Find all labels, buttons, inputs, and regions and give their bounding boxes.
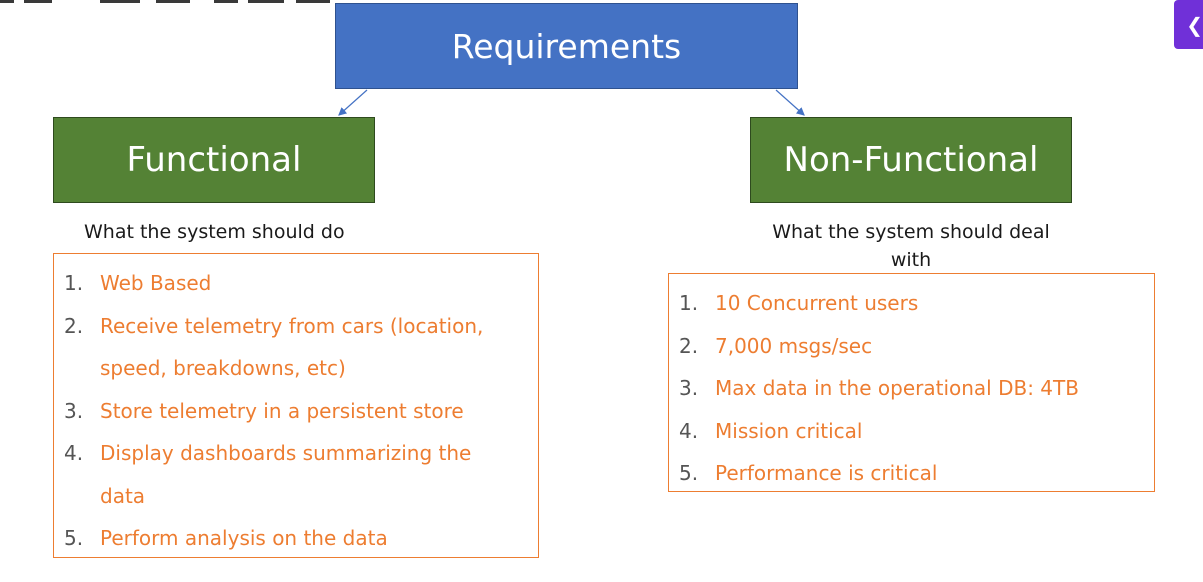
item-number: 1.: [679, 291, 699, 315]
item-number: 2.: [679, 333, 699, 358]
functional-item: 3. Store telemetry in a persistent store: [64, 390, 528, 433]
item-text: 10 Concurrent users: [715, 291, 919, 315]
functional-list: 1. Web Based 2. Receive telemetry from car…: [64, 262, 528, 560]
item-text: Performance is critical: [715, 461, 938, 485]
item-text: Max data in the operational DB: 4TB: [715, 376, 1079, 400]
nonfunctional-item: 3. Max data in the operational DB: 4TB: [679, 367, 1144, 410]
functional-list-box: 1. Web Based 2. Receive telemetry from car…: [53, 253, 539, 558]
item-text: Store telemetry in a persistent store: [100, 398, 464, 423]
arrow-to-nonfunctional: [775, 89, 805, 116]
nonfunctional-list-box: 1. 10 Concurrent users 2. 7,000 msgs/sec 3…: [668, 273, 1155, 492]
item-number: 4.: [679, 418, 699, 443]
functional-caption: What the system should do: [84, 221, 345, 243]
nonfunctional-category-box: Non-Functional: [750, 117, 1072, 203]
item-number: 3.: [679, 376, 699, 400]
item-text: 7,000 msgs/sec: [715, 333, 873, 358]
item-text: Display dashboards summarizing the data: [100, 441, 472, 508]
requirements-title: Requirements: [451, 26, 682, 66]
functional-category-box: Functional: [53, 117, 375, 203]
functional-item: 4. Display dashboards summarizing the dat…: [64, 432, 528, 517]
item-text: Web Based: [100, 271, 212, 295]
item-number: 3.: [64, 398, 84, 423]
requirements-root-box: Requirements: [335, 3, 798, 89]
chevron-left-icon: ❮: [1186, 12, 1203, 37]
item-number: 5.: [64, 526, 84, 550]
functional-title: Functional: [126, 140, 302, 180]
functional-item: 2. Receive telemetry from cars (location,…: [64, 305, 528, 390]
nonfunctional-item: 1. 10 Concurrent users: [679, 282, 1144, 325]
functional-item: 1. Web Based: [64, 262, 528, 305]
item-text: Perform analysis on the data: [100, 526, 388, 550]
arrow-to-functional: [338, 89, 368, 116]
nonfunctional-list: 1. 10 Concurrent users 2. 7,000 msgs/sec 3…: [679, 282, 1144, 495]
nonfunctional-item: 2. 7,000 msgs/sec: [679, 325, 1144, 368]
top-edge-text-fragment: [0, 0, 330, 4]
item-text: Mission critical: [715, 418, 863, 443]
nonfunctional-title: Non-Functional: [783, 140, 1039, 180]
nonfunctional-caption: What the system should deal with: [772, 221, 1050, 271]
functional-item: 5. Perform analysis on the data: [64, 517, 528, 560]
item-text: Receive telemetry from cars (location, s…: [100, 313, 484, 381]
nonfunctional-item: 5. Performance is critical: [679, 452, 1144, 495]
side-panel-toggle[interactable]: ❮: [1174, 0, 1203, 49]
item-number: 4.: [64, 441, 84, 465]
item-number: 2.: [64, 313, 84, 338]
item-number: 5.: [679, 461, 699, 485]
nonfunctional-item: 4. Mission critical: [679, 410, 1144, 453]
item-number: 1.: [64, 271, 84, 295]
